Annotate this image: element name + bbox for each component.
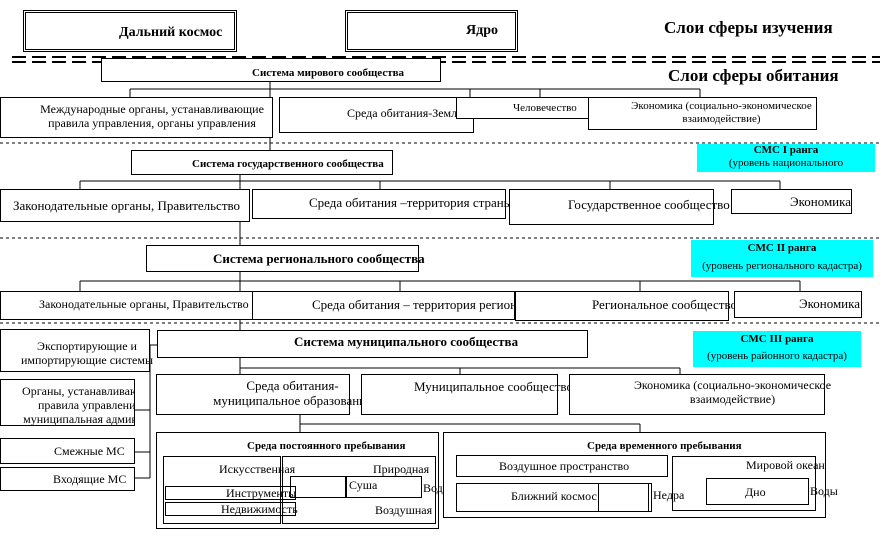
temporary-env-box: Среда временного пребывания: [443, 432, 826, 518]
world-economy-box: Экономика (социально-экономическое взаим…: [588, 97, 817, 130]
region-legislature-box: Законодательные органы, Правительство: [0, 291, 258, 320]
region-system-box: Система регионального сообщества: [146, 245, 425, 272]
region-habitat-label: Среда обитания – территория региона: [312, 297, 523, 312]
intl-bodies-box: Международные органы, устанавливающие пр…: [0, 97, 273, 138]
rank3-subtitle: (уровень районного кадастра): [707, 349, 847, 362]
municipal-system-box: Система муниципального сообщества: [157, 330, 588, 358]
state-habitat-label: Среда обитания –территория страны: [309, 195, 513, 210]
region-system-title: Система регионального сообщества: [213, 251, 425, 266]
natural-label: Природная: [373, 462, 430, 476]
artificial-box: Искусственная: [163, 456, 295, 524]
municipal-bodies-box: Органы, устанавливающие правила управлен…: [0, 379, 135, 426]
habitat-earth-box: Среда обитания-Земля: [279, 97, 474, 133]
layers-study-title: Слои сферы изучения: [664, 18, 833, 37]
world-system-box: Система мирового сообщества: [101, 58, 441, 82]
exporting-systems-box: Экспортирующие и импортирующие системы: [0, 329, 153, 372]
deep-space-label: Дальний космос: [119, 25, 223, 40]
region-community-box: Региональное сообщество: [515, 291, 737, 321]
core-box: Ядро: [345, 10, 518, 52]
rank2-badge: СМС II ранга (уровень регионального када…: [691, 240, 873, 277]
world-ocean-label: Мировой океан: [746, 458, 825, 472]
region-legislature-label: Законодательные органы, Правительство: [39, 297, 249, 311]
state-economy-box: Экономика: [731, 189, 852, 214]
state-system-title: Система государственного сообщества: [192, 158, 384, 170]
state-community-label: Государственное сообщество: [568, 197, 730, 212]
world-ocean-box: Мировой океан: [672, 456, 825, 511]
bottom-box: Дно: [706, 478, 809, 505]
layers-habitat-title: Слои сферы обитания: [668, 66, 839, 85]
deep-space-box: Дальний космос: [23, 10, 237, 52]
adjacent-ms-box: Смежные МС: [0, 438, 135, 464]
airspace-box: Воздушное пространство: [456, 455, 668, 477]
state-legislature-box: Законодательные органы, Правительство: [0, 189, 250, 222]
bottom-label: Дно: [745, 485, 766, 499]
world-system-title: Система мирового сообщества: [252, 67, 405, 79]
artificial-label: Искусственная: [219, 462, 296, 476]
humanity-box: Человечество: [456, 97, 591, 119]
municipal-economy-box: Экономика (социально-экономическое взаим…: [569, 374, 831, 415]
habitat-earth-label: Среда обитания-Земля: [347, 106, 463, 120]
municipal-habitat-label: Среда обитания- муниципальное образовани…: [213, 378, 372, 408]
rank2-subtitle: (уровень регионального кадастра): [702, 259, 862, 272]
region-economy-box: Экономика: [734, 291, 862, 318]
municipal-community-box: Муниципальное сообщество: [361, 374, 573, 415]
incoming-ms-label: Входящие МС: [53, 472, 127, 486]
land-label: Суша: [349, 478, 378, 492]
incoming-ms-box: Входящие МС: [0, 467, 135, 491]
subsoil-box: [598, 483, 652, 512]
rank1-title: СМС I ранга: [753, 144, 819, 156]
rank3-title: СМС III ранга: [740, 333, 814, 345]
region-community-label: Региональное сообщество: [592, 297, 737, 312]
rank3-badge: СМС III ранга (уровень районного кадастр…: [693, 331, 861, 367]
state-habitat-box: Среда обитания –территория страны: [252, 189, 512, 219]
state-legislature-label: Законодательные органы, Правительство: [13, 198, 241, 213]
intl-bodies-label: Международные органы, устанавливающие пр…: [40, 102, 264, 130]
municipal-economy-label: Экономика (социально-экономическое взаим…: [633, 378, 832, 406]
near-space-label: Ближний космос: [511, 489, 597, 503]
land-label-box: Суша: [346, 476, 422, 498]
adjacent-ms-label: Смежные МС: [54, 444, 125, 458]
airspace-label: Воздушное пространство: [499, 459, 630, 473]
rank1-badge: СМС I ранга (уровень национального: [697, 144, 875, 172]
municipal-community-label: Муниципальное сообщество: [414, 379, 573, 394]
subsoil-label: Недра: [653, 488, 685, 502]
real-estate-box: Недвижимость: [165, 502, 298, 516]
region-habitat-box: Среда обитания – территория региона: [252, 291, 523, 320]
rank2-title: СМС II ранга: [747, 242, 817, 254]
region-economy-label: Экономика: [799, 296, 861, 311]
exporting-systems-label: Экспортирующие и импортирующие системы: [20, 339, 154, 367]
state-community-box: Государственное сообщество: [509, 189, 730, 225]
real-estate-label: Недвижимость: [221, 502, 298, 516]
land-box: [290, 476, 346, 498]
state-system-box: Система государственного сообщества: [131, 150, 393, 175]
rank1-subtitle: (уровень национального: [728, 156, 844, 169]
waters-label: Воды: [810, 484, 838, 498]
near-space-box: Ближний космос: [456, 483, 649, 512]
permanent-env-box: Среда постоянного пребывания: [156, 432, 439, 529]
permanent-env-title: Среда постоянного пребывания: [247, 440, 406, 452]
core-label: Ядро: [466, 23, 498, 38]
municipal-habitat-box: Среда обитания- муниципальное образовани…: [156, 374, 372, 415]
tools-label: Инструменты: [226, 486, 297, 500]
world-economy-label: Экономика (социально-экономическое взаим…: [631, 100, 812, 125]
humanity-label: Человечество: [513, 102, 577, 114]
municipal-system-title: Система муниципального сообщества: [294, 334, 519, 349]
tools-box: Инструменты: [165, 486, 296, 500]
municipal-bodies-label: Органы, устанавливающие правила управлен…: [22, 384, 135, 426]
temporary-env-title: Среда временного пребывания: [587, 440, 742, 452]
air-label: Воздушная: [375, 503, 433, 517]
state-economy-label: Экономика: [790, 194, 852, 209]
